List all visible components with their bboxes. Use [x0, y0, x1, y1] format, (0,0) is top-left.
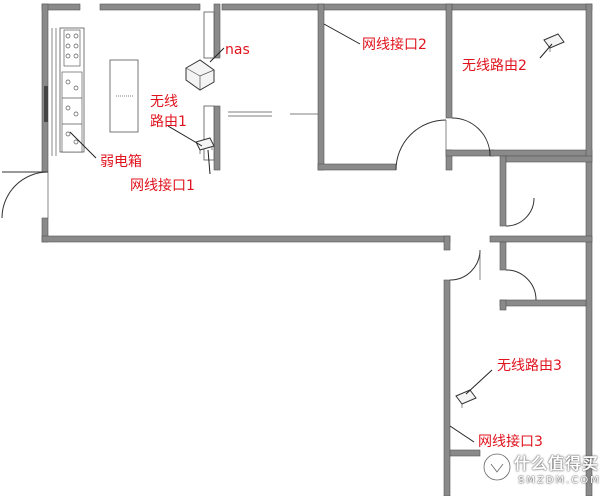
nas-device-icon — [185, 59, 215, 91]
wireless-router-1-icon — [195, 137, 215, 154]
network-port-3-label: 网线接口3 — [478, 434, 543, 450]
wireless-router-1-label-line1: 无线 — [150, 94, 178, 110]
wireless-router-3-label: 无线路由3 — [497, 358, 562, 374]
wireless-router-1-label-line2: 路由1 — [150, 114, 187, 130]
leader-lines — [69, 23, 553, 443]
network-port-1-label: 网线接口1 — [130, 178, 195, 194]
devices — [185, 33, 565, 408]
doors — [1, 111, 537, 301]
smzdm-logo-icon — [482, 452, 512, 482]
watermark-url: SMZDM.COM — [518, 475, 600, 486]
furniture — [44, 11, 215, 161]
nas-label: nas — [225, 42, 250, 58]
wireless-router-3-icon — [455, 389, 477, 408]
watermark: 什么值得买 SMZDM.COM — [478, 448, 600, 496]
wireless-router-2-icon — [543, 33, 565, 52]
network-port-2-label: 网线接口2 — [362, 37, 427, 53]
wireless-router-1-label: 无线 路由1 — [150, 94, 187, 130]
wireless-router-2-label: 无线路由2 — [462, 58, 527, 74]
watermark-brand: 什么值得买 — [514, 454, 600, 473]
weak-current-box-label: 弱电箱 — [100, 154, 142, 170]
